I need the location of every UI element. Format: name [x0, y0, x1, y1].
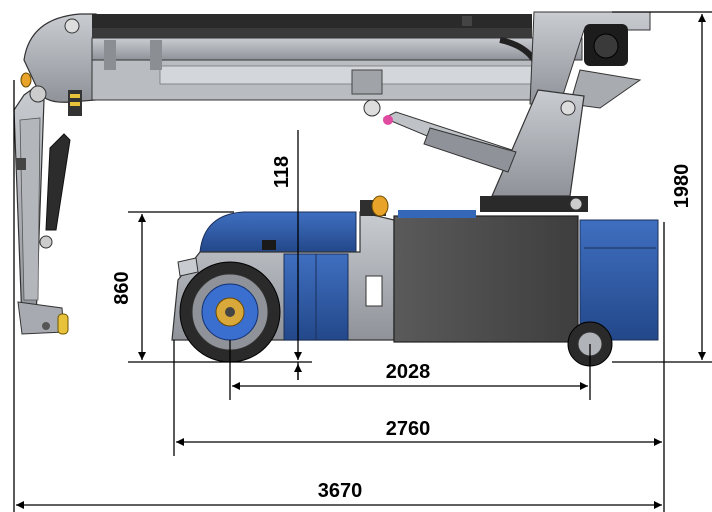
- boom-head: [20, 13, 97, 116]
- fly-jib: [13, 84, 71, 335]
- front-hood: [199, 211, 357, 253]
- main-boom: [91, 14, 583, 117]
- dimension-labels: 118 860 1980 2028 2760 3670: [111, 156, 693, 502]
- luffing-cylinder: [382, 111, 517, 173]
- label-body-length: 2760: [386, 418, 431, 440]
- label-wheelbase: 2028: [386, 361, 431, 383]
- label-total-length: 3670: [318, 480, 363, 502]
- label-boom-clearance: 118: [271, 156, 293, 188]
- boom-rear-bracket: [529, 11, 651, 109]
- crane-column: [480, 89, 588, 212]
- machine-illustration: [13, 11, 659, 367]
- label-total-height: 1980: [671, 164, 693, 209]
- front-wheel: [179, 261, 281, 363]
- label-body-height: 860: [111, 271, 133, 304]
- ballast-box: [360, 195, 579, 343]
- dimension-lines: [13, 11, 712, 512]
